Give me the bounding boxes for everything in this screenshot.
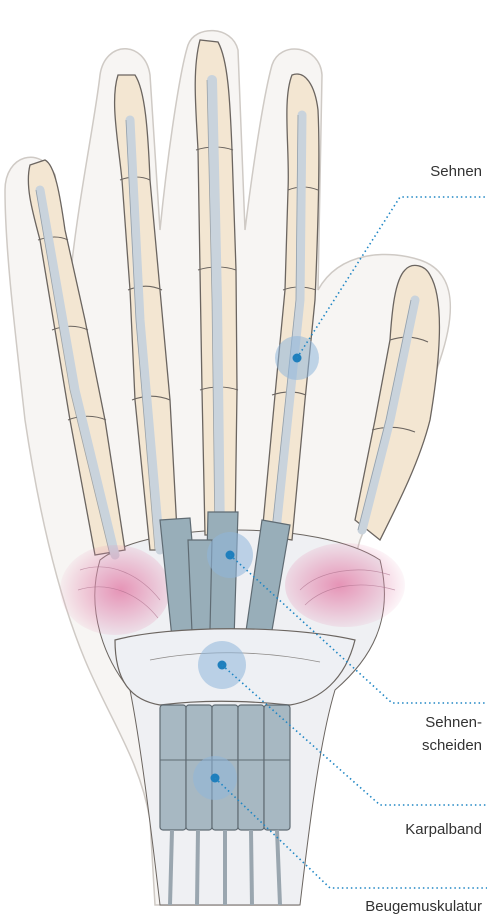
label-tendons: Sehnen: [430, 162, 482, 182]
label-tendon-sheaths: Sehnen- scheiden: [422, 713, 482, 756]
label-flexor-muscles: Beugemuskulatur: [365, 897, 482, 917]
label-tendon-sheaths-line2: scheiden: [422, 736, 482, 756]
hypothenar-muscle: [60, 545, 170, 635]
thenar-muscle: [285, 543, 405, 627]
label-carpal-ligament: Karpalband: [405, 820, 482, 840]
label-tendon-sheaths-line1: Sehnen-: [422, 713, 482, 733]
